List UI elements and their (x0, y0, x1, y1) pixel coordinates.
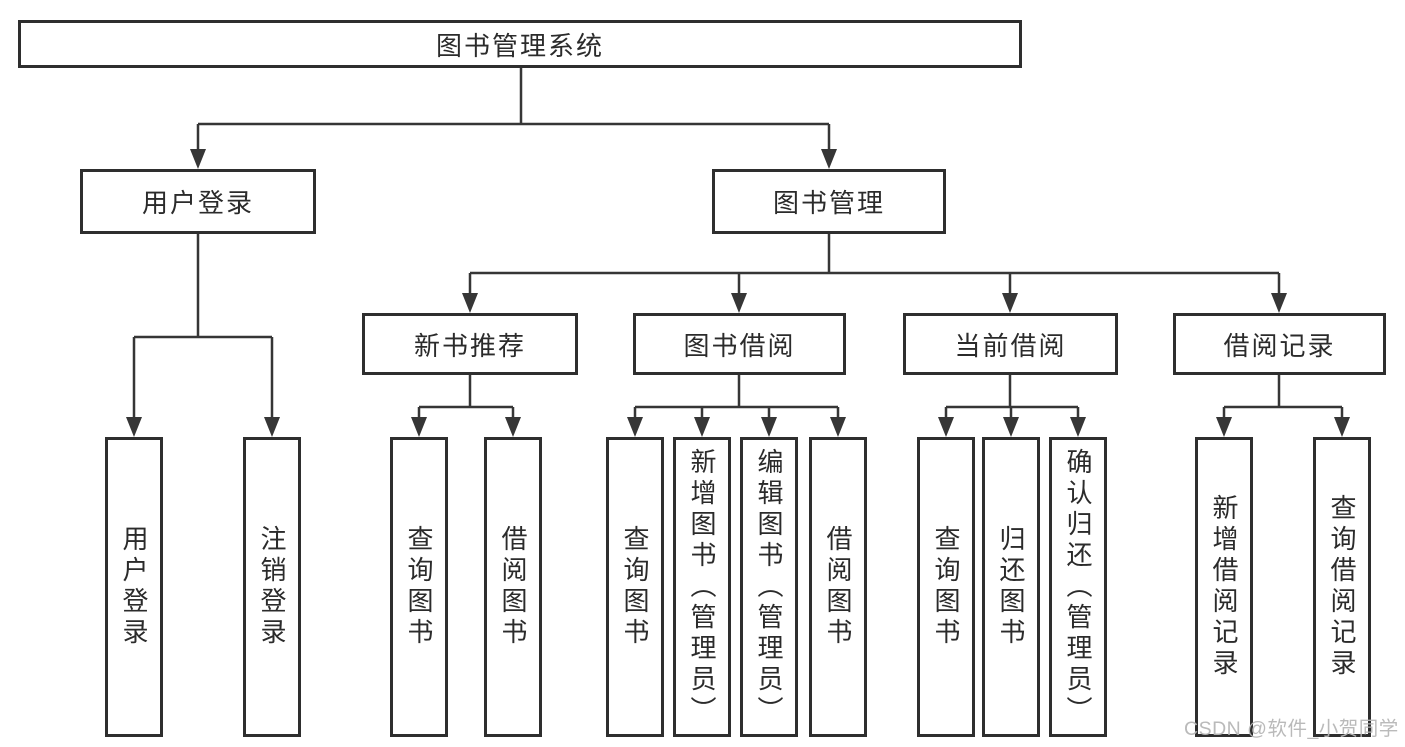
node-borrow-records: 借阅记录 (1173, 313, 1386, 375)
node-user-login: 用户登录 (80, 169, 316, 234)
leaf-records-add: 新增借阅记录 (1195, 437, 1253, 737)
leaf-borrow-query: 查询图书 (606, 437, 664, 737)
leaf-current-return: 归还图书 (982, 437, 1040, 737)
leaf-borrow-edit-book: 编辑图书（管理员） (740, 437, 798, 737)
arrow-down-icon (731, 293, 747, 313)
connector-new-books (417, 375, 515, 420)
node-root-label: 图书管理系统 (435, 30, 604, 61)
leaf-new-books-borrow-label: 借阅图书 (498, 525, 528, 649)
leaf-borrow-add-book-label: 新增图书（管理员） (687, 447, 717, 727)
csdn-watermark: CSDN @软件_小贺同学 (1184, 718, 1399, 740)
leaf-current-confirm-return-label: 确认归还（管理员） (1063, 447, 1093, 727)
connector-book-borrow (633, 375, 840, 420)
node-root: 图书管理系统 (18, 20, 1022, 68)
arrow-down-icon (411, 417, 427, 437)
node-book-mgmt-label: 图书管理 (772, 188, 885, 218)
leaf-current-query: 查询图书 (917, 437, 975, 737)
node-book-borrow: 图书借阅 (633, 313, 846, 375)
leaf-records-add-label: 新增借阅记录 (1209, 494, 1239, 680)
connector-root (196, 68, 831, 152)
leaf-borrow-query-label: 查询图书 (620, 525, 650, 649)
leaf-new-books-query: 查询图书 (390, 437, 448, 737)
node-new-books: 新书推荐 (362, 313, 578, 375)
leaf-current-confirm-return: 确认归还（管理员） (1049, 437, 1107, 737)
node-borrow-records-label: 借阅记录 (1223, 330, 1336, 361)
leaf-new-books-borrow: 借阅图书 (484, 437, 542, 737)
leaf-logout-label: 注销登录 (257, 525, 287, 649)
node-current-borrow-label: 当前借阅 (954, 330, 1067, 361)
arrow-down-icon (1334, 417, 1350, 437)
leaf-logout: 注销登录 (243, 437, 301, 737)
node-book-borrow-label: 图书借阅 (683, 330, 796, 361)
arrow-down-icon (264, 417, 280, 437)
leaf-current-return-label: 归还图书 (996, 525, 1026, 649)
arrow-down-icon (505, 417, 521, 437)
arrow-down-icon (830, 417, 846, 437)
leaf-user-login-label: 用户登录 (119, 525, 149, 649)
leaf-new-books-query-label: 查询图书 (404, 525, 434, 649)
leaf-borrow-borrow-book-label: 借阅图书 (823, 525, 853, 649)
arrow-down-icon (627, 417, 643, 437)
connector-borrow-records (1222, 375, 1344, 420)
connector-current-borrow (944, 375, 1080, 420)
connector-user-login (132, 234, 274, 420)
leaf-current-query-label: 查询图书 (931, 525, 961, 649)
leaf-borrow-borrow-book: 借阅图书 (809, 437, 867, 737)
arrow-down-icon (761, 417, 777, 437)
arrow-down-icon (1002, 293, 1018, 313)
connector-book-mgmt (468, 234, 1281, 296)
arrow-down-icon (462, 293, 478, 313)
arrow-down-icon (821, 149, 837, 169)
arrow-down-icon (694, 417, 710, 437)
arrow-down-icon (1070, 417, 1086, 437)
arrow-down-icon (1003, 417, 1019, 437)
arrow-down-icon (1216, 417, 1232, 437)
leaf-borrow-edit-book-label: 编辑图书（管理员） (754, 447, 784, 727)
arrow-down-icon (126, 417, 142, 437)
arrow-down-icon (190, 149, 206, 169)
node-book-mgmt: 图书管理 (712, 169, 946, 234)
node-user-login-label: 用户登录 (141, 188, 254, 218)
arrow-down-icon (938, 417, 954, 437)
arrow-down-icon (1271, 293, 1287, 313)
node-new-books-label: 新书推荐 (413, 330, 526, 361)
leaf-records-query-label: 查询借阅记录 (1327, 494, 1357, 680)
leaf-records-query: 查询借阅记录 (1313, 437, 1371, 737)
leaf-borrow-add-book: 新增图书（管理员） (673, 437, 731, 737)
node-current-borrow: 当前借阅 (903, 313, 1118, 375)
leaf-user-login: 用户登录 (105, 437, 163, 737)
